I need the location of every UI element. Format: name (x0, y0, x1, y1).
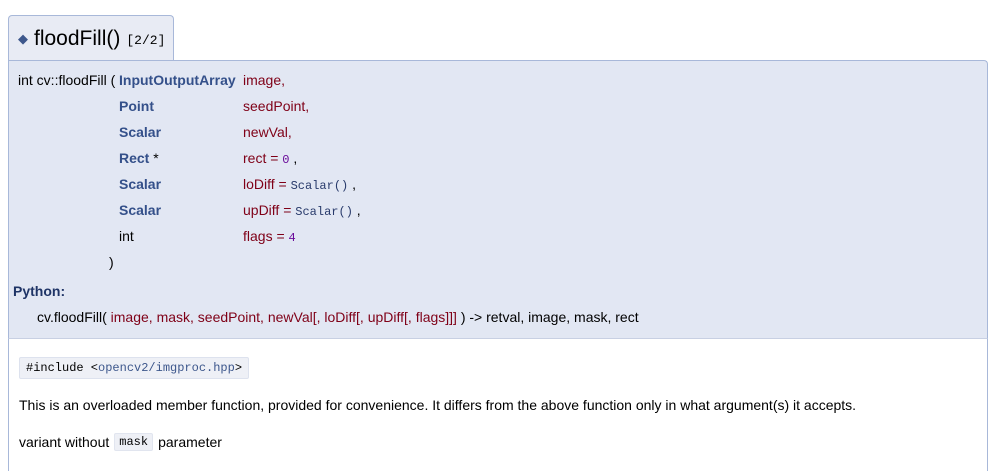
include-suffix: > (234, 361, 243, 375)
param-type: Scalar (119, 202, 161, 218)
param-type-link[interactable]: Rect (119, 150, 150, 166)
prototype-box: int cv::floodFill ( InputOutputArray ima… (8, 60, 988, 338)
param-type: Scalar (119, 176, 161, 192)
python-func: cv.floodFill( (37, 309, 107, 325)
param-name: image, (243, 72, 286, 88)
param-name: loDiff = (243, 176, 291, 192)
param-default: rect = 0 , (243, 150, 297, 168)
param-default: upDiff = Scalar() , (243, 202, 361, 220)
separator: , (352, 202, 361, 218)
param-name: seedPoint, (243, 98, 310, 114)
overload-index: [2/2] (126, 33, 166, 48)
param-type: Point (119, 98, 154, 114)
param-type: InputOutputArray (119, 72, 236, 88)
param-type-link[interactable]: Scalar (119, 176, 162, 192)
include-directive: #include <opencv2/imgproc.hpp> (19, 357, 250, 379)
description-box: #include <opencv2/imgproc.hpp> This is a… (8, 338, 988, 471)
variant-note: variant without mask parameter (19, 433, 222, 451)
default-value: 0 (282, 153, 290, 167)
return-type-and-name: int cv::floodFill ( (18, 72, 116, 88)
member-title-tab: ◆ floodFill() [2/2] (8, 15, 174, 61)
param-name: upDiff = (243, 202, 296, 218)
param-type: Rect * (119, 150, 159, 166)
variant-prefix: variant without (19, 434, 110, 450)
param-type: Scalar (119, 124, 161, 140)
pointer-suffix: * (149, 150, 159, 166)
separator: , (348, 176, 356, 192)
include-path-link[interactable]: opencv2/imgproc.hpp (98, 361, 235, 375)
default-value: 4 (288, 231, 296, 245)
python-args: image, mask, seedPoint, newVal[, loDiff[… (106, 309, 461, 325)
include-prefix: #include < (26, 361, 99, 375)
python-signature: cv.floodFill( image, mask, seedPoint, ne… (37, 309, 639, 325)
variant-suffix: parameter (158, 434, 222, 450)
param-default: loDiff = Scalar() , (243, 176, 356, 194)
param-name: rect = (243, 150, 283, 166)
python-label: Python: (13, 283, 66, 299)
python-returns: ) -> retval, image, mask, rect (460, 309, 639, 325)
param-type-link[interactable]: InputOutputArray (119, 72, 236, 88)
overload-note: This is an overloaded member function, p… (19, 397, 857, 413)
function-name: floodFill() (34, 26, 121, 50)
separator: , (289, 150, 298, 166)
param-type-link[interactable]: Scalar (119, 124, 162, 140)
param-name: flags = (243, 228, 289, 244)
close-paren: ) (109, 254, 114, 270)
inline-code: mask (114, 433, 154, 451)
default-value: Scalar() (295, 205, 353, 219)
diamond-icon: ◆ (18, 30, 28, 46)
param-default: flags = 4 (243, 228, 296, 246)
param-type-link[interactable]: Point (119, 98, 154, 114)
param-type-link[interactable]: Scalar (119, 202, 162, 218)
param-name: newVal, (243, 124, 292, 140)
param-type: int (119, 228, 134, 244)
default-value: Scalar() (290, 179, 349, 193)
